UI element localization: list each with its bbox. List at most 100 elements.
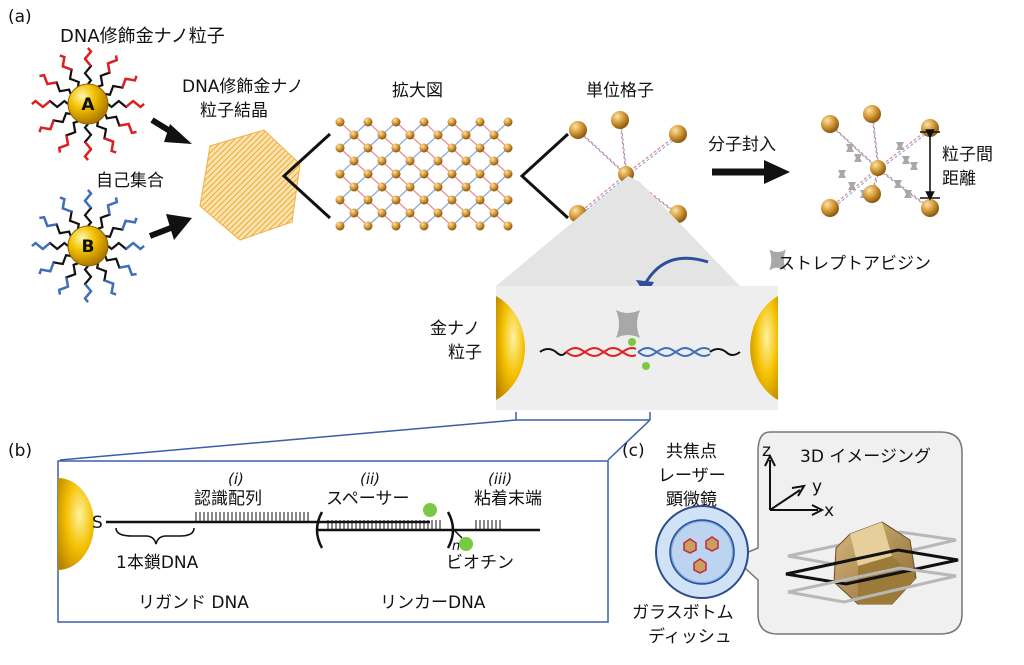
label-iii: (iii) [488,470,512,488]
lattice-particle [335,169,345,179]
repeat-n: n [452,539,460,554]
dna-strand-end [57,277,70,295]
lattice-particle [335,195,345,205]
cell-link [878,129,932,171]
confocal-line1: 共焦点 [666,442,717,462]
gold-particle [67,83,109,125]
lattice-particle [349,182,359,192]
lattice-particle [363,117,373,127]
streptavidin-mark [896,142,904,150]
assembly-arrow-b [148,214,192,240]
streptavidin-icon [769,249,786,271]
dish-crystal [683,538,697,554]
interparticle-line1: 粒子間 [942,145,993,165]
dna-strand-end [121,75,138,89]
streptavidin-mark [894,180,902,188]
single-strand-label: 1本鎖DNA [116,553,199,573]
dna-strand-end [119,122,137,135]
lattice-particle [391,169,401,179]
linker-dna-label: リンカーDNA [380,593,486,613]
dna-particle-title: DNA修飾金ナノ粒子 [60,26,225,47]
dna-duplex-link [539,346,741,358]
streptavidin-mark [848,182,856,190]
lattice-particle [489,156,499,166]
lattice-particle [363,221,373,231]
gold-hemisphere-right [750,296,778,400]
streptavidin-mark [910,162,918,170]
dna-gold-crystal [199,129,301,241]
lattice-particle [461,156,471,166]
zoom-funnel [496,176,740,286]
lattice-particle [447,143,457,153]
particle-letter: A [81,95,95,115]
dna-strand-end [119,264,137,277]
repeat-paren-right [446,511,455,549]
interparticle-distance-marker [920,129,940,201]
dna-strand-end [121,217,138,231]
cell-particle [821,115,839,133]
sulfur-label: S [92,513,103,533]
dna-strand-end [106,55,119,73]
binding-arrow [642,256,709,287]
streptavidin-label: ストレプトアビジン [778,254,931,274]
lattice-particle [447,117,457,127]
particle-letter: B [82,237,95,257]
lattice-particle [405,182,415,192]
lattice-particle [447,221,457,231]
dna-helix-strand [637,346,711,358]
dna-strand-end [125,99,145,109]
lattice-particle [391,195,401,205]
dna-strand-end [59,54,73,71]
biotin-dot-upper [628,338,636,346]
lattice-particle [503,117,513,127]
axis-z: z [762,441,771,461]
lattice-particle [377,182,387,192]
ligand-dna-label: リガンド DNA [138,593,249,613]
streptavidin-mark [846,144,854,152]
lattice-particle [475,169,485,179]
cell-link [877,127,931,169]
imaging-plane-bottom [787,566,957,604]
dna-helix-strand [565,346,637,358]
dna-strand-end [31,99,51,109]
cell-link [871,113,879,169]
lattice-particle [475,195,485,205]
zoom-title: 拡大図 [392,81,443,101]
glass-bottom-dish [655,505,749,599]
dna-strand-end [83,47,93,67]
xyz-axes [764,453,825,516]
particle-pair-box [496,286,778,410]
gold-nano-line2: 粒子 [448,343,482,363]
lattice-particle [419,143,429,153]
dna-strand-end [103,279,117,296]
cell-center-particle [870,160,886,176]
lattice-particle [335,221,345,231]
cell-link [577,129,627,175]
lattice-particle [391,117,401,127]
spacer-biotin [423,503,437,517]
dna-strand-end [57,135,70,153]
dna-strand-end [125,241,145,251]
streptavidin-mark [838,170,846,178]
lattice-particle [433,182,443,192]
recognition-sequence [195,512,309,522]
lattice-particle [335,143,345,153]
cell-link [626,135,680,177]
gold-hemisphere-left [496,296,525,400]
recognition-label: 認識配列 [194,489,262,509]
lattice-particle [433,156,443,166]
unit-cell-loaded [821,105,939,217]
cell-link [619,119,627,175]
lattice-particle [489,130,499,140]
dish-line1: ガラスボトム [632,603,734,623]
spacer-label: スペーサー [326,489,409,509]
encapsulation-arrow [712,160,790,184]
unit-cell-title: 単位格子 [586,81,654,101]
zoom-bracket-left [281,132,332,220]
cell-link [620,121,628,177]
lattice-particle [419,221,429,231]
crystal-title-line1: DNA修飾金ナノ [182,77,304,97]
lattice-particle [335,117,345,127]
label-i: (i) [228,470,244,488]
lattice-particle [349,156,359,166]
